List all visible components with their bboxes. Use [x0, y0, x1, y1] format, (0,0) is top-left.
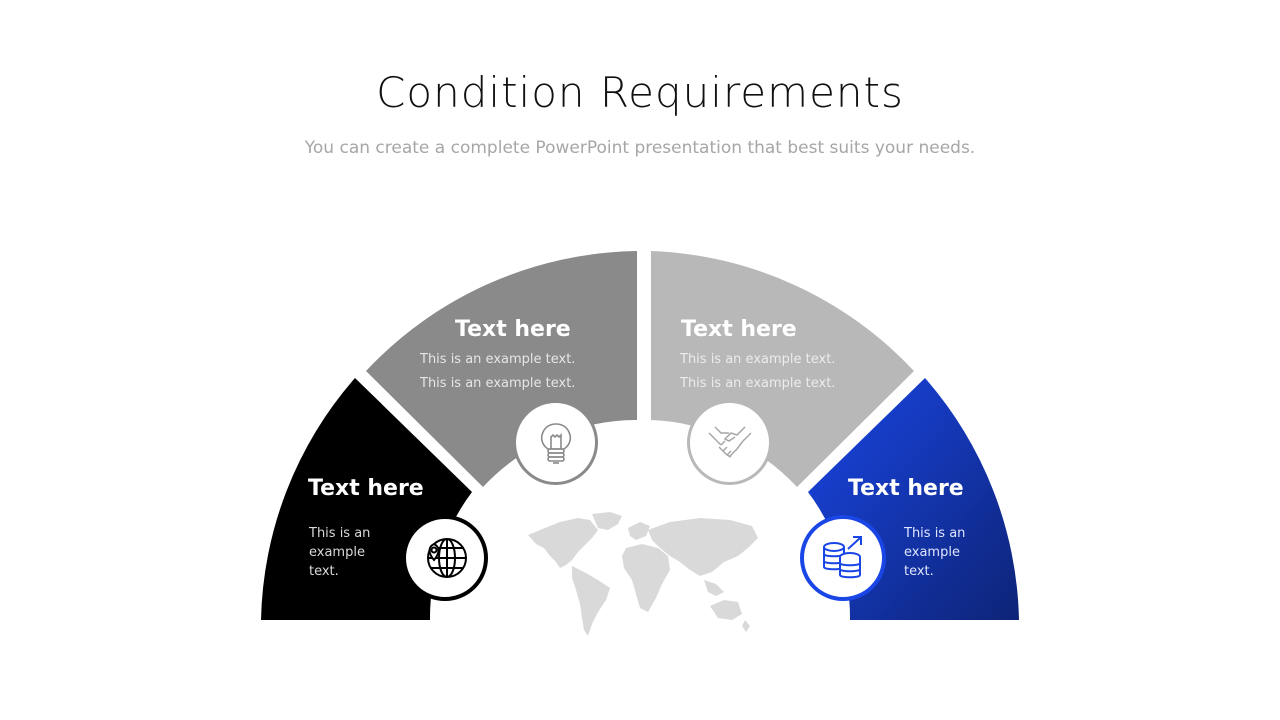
segment-3-text-1: This is an example text.: [680, 352, 836, 367]
segment-3-icon-circle: [687, 400, 772, 485]
segment-4-text: This is an example text.: [904, 526, 966, 579]
segment-2-text-2: This is an example text.: [420, 376, 576, 391]
segment-2-text-1: This is an example text.: [420, 352, 576, 367]
segment-3-text-2: This is an example text.: [680, 376, 836, 391]
slide-title: Condition Requirements: [376, 68, 904, 117]
world-map-icon: [528, 512, 758, 636]
globe-location-icon: [427, 538, 467, 578]
slide-subtitle: You can create a complete PowerPoint pre…: [304, 138, 976, 158]
coins-growth-icon: [823, 536, 862, 579]
segment-1-icon-circle: [402, 515, 488, 601]
segment-1-text: This is an example text.: [309, 526, 371, 579]
segment-2-icon-circle: [513, 400, 598, 485]
lightbulb-icon: [540, 422, 571, 464]
segment-2-title: Text here: [455, 317, 571, 342]
segment-1-title: Text here: [308, 476, 424, 501]
segment-4-title: Text here: [848, 476, 964, 501]
segment-4-icon-circle: [800, 515, 886, 601]
handshake-icon: [707, 425, 752, 458]
segment-3-title: Text here: [681, 317, 797, 342]
